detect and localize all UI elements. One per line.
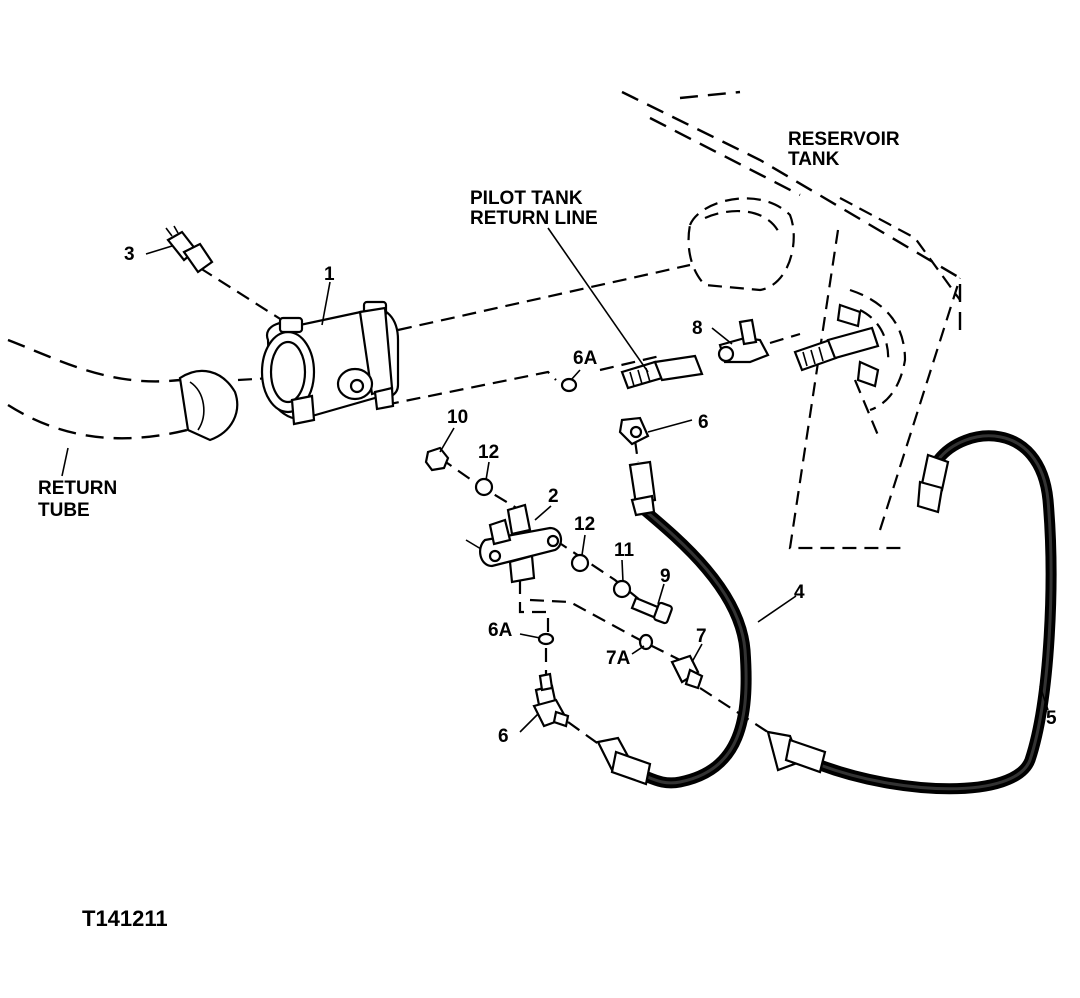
return-tube-label-line2: TUBE	[38, 500, 90, 521]
callout-12-upper: 12	[478, 442, 499, 463]
o-ring-6A-lower	[537, 632, 555, 646]
elbow-part-6-top	[618, 416, 650, 446]
callout-10: 10	[447, 407, 468, 428]
pilot-tank-return-line-label-line1: PILOT TANK	[470, 188, 583, 209]
callout-7: 7	[696, 626, 707, 647]
reservoir-tank-label-line1: RESERVOIR	[788, 129, 900, 150]
callout-1: 1	[324, 264, 335, 285]
sensor-part-3	[165, 225, 214, 274]
hose-part-4	[596, 460, 752, 789]
manifold-part-2	[465, 503, 563, 584]
fitting-part-7	[670, 654, 704, 690]
callout-4: 4	[794, 582, 805, 603]
washer-part-12-upper	[474, 477, 494, 497]
callout-6-top: 6	[698, 412, 709, 433]
return-tube-label-line1: RETURN	[38, 478, 117, 499]
reservoir-tank-label-line2: TANK	[788, 149, 840, 170]
callout-3: 3	[124, 244, 135, 265]
o-ring-6A-top	[560, 377, 578, 393]
callout-6A-lower: 6A	[488, 620, 513, 641]
callout-12-lower: 12	[574, 514, 595, 535]
callout-7A: 7A	[606, 648, 631, 669]
callout-8: 8	[692, 318, 703, 339]
callout-6A-top: 6A	[573, 348, 598, 369]
pilot-tank-return-line-label-line2: RETURN LINE	[470, 208, 598, 229]
callout-2: 2	[548, 486, 559, 507]
housing-part-1	[260, 300, 400, 426]
elbow-part-6-lower	[532, 672, 570, 728]
callout-9: 9	[660, 566, 671, 587]
return-tube-outline	[7, 338, 239, 442]
callout-11: 11	[614, 540, 635, 561]
bolt-part-9	[630, 596, 673, 625]
callout-6-lower: 6	[498, 726, 509, 747]
hose-part-5	[766, 430, 1057, 795]
callout-5: 5	[1046, 708, 1057, 729]
figure-id: T141211	[82, 906, 168, 931]
washer-part-12-lower	[570, 553, 590, 573]
leader-lines	[61, 227, 1049, 733]
o-ring-7A	[638, 633, 654, 651]
pilot-return-fittings	[620, 303, 880, 390]
washer-part-11	[612, 579, 632, 599]
tee-fitting-part-8	[717, 318, 770, 364]
nut-part-10	[424, 446, 450, 472]
reservoir-tank-outline	[621, 90, 962, 550]
